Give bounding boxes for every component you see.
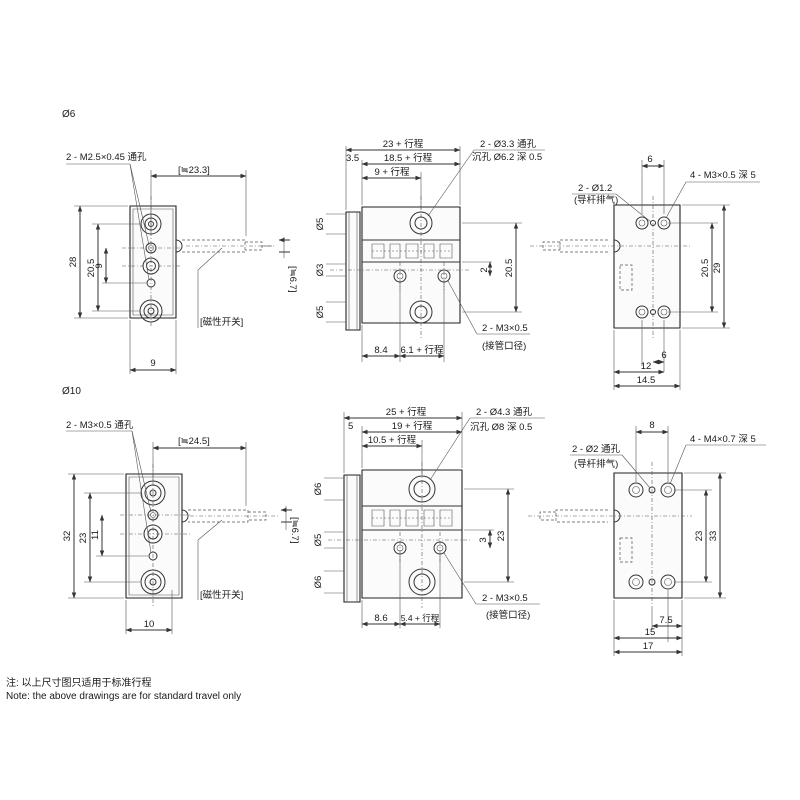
section-label-d6: Ø6 [62,109,76,120]
d10-front-dim-switch-len: [≒24.5] [178,436,210,447]
d10-side-dim-5: 5 [348,421,353,432]
d6-end-view: 6 2 - Ø1.2 (导杆排气) 4 - M3×0.5 深 5 20.5 29… [530,154,760,390]
d6-side-dim-20-5: 20.5 [504,259,515,278]
d10-front-view: [≒24.5] [≒6.7] 32 23 11 10 2 - M3×0.5 通孔… [62,420,300,634]
d10-end-label-tap: 4 - M4×0.7 深 5 [690,434,756,445]
d6-front-label-top: 2 - M2.5×0.45 通孔 [66,152,147,163]
d10-end-dim-8-top: 8 [649,420,654,431]
d10-side-dim-d6-top: Ø6 [313,483,324,496]
d6-end-body [613,204,681,329]
d10-end-view: 8 2 - Ø2 通孔 (导杆排气) 4 - M4×0.7 深 5 23 33 … [528,420,766,656]
d6-side-dim-d3: Ø3 [315,264,326,277]
d6-side-label-port: 2 - M3×0.5 [482,323,528,334]
d6-end-dim-6-bot: 6 [661,350,666,361]
d10-side-label-port-note: (接管口径) [486,609,530,621]
d6-side-label-cbore: 沉孔 Ø6.2 深 0.5 [472,152,542,163]
note-en: Note: the above drawings are for standar… [6,691,241,702]
d6-end-label-tap: 4 - M3×0.5 深 5 [690,170,756,181]
d10-front-dim-32: 32 [62,531,73,542]
d10-front-dim-11: 11 [90,530,101,540]
d10-end-dim-7-5: 7.5 [659,615,672,626]
d6-side-dim-8-4: 8.4 [374,345,387,356]
d10-side-dim-8-6: 8.6 [374,613,387,624]
d10-front-dim-23: 23 [78,533,89,544]
d6-end-dim-14-5: 14.5 [637,375,656,386]
d10-side-dim-d6-bot: Ø6 [313,576,324,589]
d10-side-label-cbore: 沉孔 Ø8 深 0.5 [470,422,532,433]
d10-side-dim-25: 25 + 行程 [386,406,427,418]
d6-side-body [361,206,461,324]
d6-end-dim-6-top: 6 [647,154,652,165]
note-cn: 注: 以上尺寸图只适用于标准行程 [6,676,152,689]
d10-side-dim-d5: Ø5 [313,534,324,547]
d10-side-dim-3: 3 [478,537,489,542]
d10-side-body [361,469,463,599]
d6-end-label-guide-note: (导杆排气) [574,194,618,206]
d10-side-dim-5-4: 5.4 + 行程 [401,613,440,623]
d10-front-dim-10: 10 [144,619,155,630]
d6-side-dim-2: 2 [479,267,490,272]
d6-side-label-port-note: (接管口径) [482,340,526,352]
d6-front-dim-20-5: 20.5 [86,259,97,278]
d10-side-dim-10-5: 10.5 + 行程 [368,434,417,446]
d6-end-dim-29: 29 [712,263,723,274]
d6-side-dim-d5-bot: Ø5 [315,306,326,319]
d10-end-label-guide-note: (导杆排气) [574,458,618,470]
d6-side-dim-18-5: 18.5 + 行程 [384,152,433,164]
d6-side-dim-23: 23 + 行程 [383,138,424,150]
d10-front-body [125,473,183,599]
d6-side-label-thru: 2 - Ø3.3 通孔 [480,139,536,150]
d6-side-view: 23 + 行程 18.5 + 行程 3.5 9 + 行程 Ø5 Ø3 Ø5 20… [315,138,545,362]
d10-end-dim-17: 17 [643,641,654,652]
d6-front-dim-switch-len: [≒23.3] [178,165,210,176]
d6-front-dim-28: 28 [68,257,79,268]
d10-front-label-switch: [磁性开关] [200,589,243,601]
d10-side-view: 25 + 行程 19 + 行程 5 10.5 + 行程 Ø6 Ø5 Ø6 23 … [313,406,545,628]
d10-end-dim-15: 15 [645,627,656,638]
d10-end-dim-33: 33 [708,531,719,542]
d6-end-label-guide: 2 - Ø1.2 [578,183,612,194]
d6-front-label-switch: [磁性开关] [200,316,243,328]
d10-side-dim-23: 23 [496,531,507,542]
d6-front-dim-9-v: 9 [94,263,105,268]
d10-end-body [613,472,683,599]
section-label-d10: Ø10 [62,386,81,397]
d6-front-view: [≒23.3] [≒6.7] 28 20.5 9 9 2 - M2.5×0.45… [66,152,298,374]
d10-end-label-guide: 2 - Ø2 通孔 [572,444,621,455]
d6-side-dim-3-5: 3.5 [346,153,359,164]
d6-front-dim-9-h: 9 [150,358,155,369]
d10-side-dim-19: 19 + 行程 [392,420,433,432]
d10-side-label-port: 2 - M3×0.5 [482,593,528,604]
d10-end-dim-23: 23 [694,531,705,542]
d6-end-dim-12: 12 [641,361,652,372]
d6-side-dim-6-1: 6.1 + 行程 [400,344,444,356]
d6-side-dim-d5-top: Ø5 [315,218,326,231]
d10-front-dim-switch-h: [≒6.7] [289,517,300,543]
d6-front-dim-switch-h: [≒6.7] [287,266,298,292]
d10-side-label-thru: 2 - Ø4.3 通孔 [476,407,532,418]
d10-front-label-top: 2 - M3×0.5 通孔 [66,420,134,431]
d6-end-dim-20-5: 20.5 [700,259,711,278]
d6-side-dim-9: 9 + 行程 [374,166,410,178]
